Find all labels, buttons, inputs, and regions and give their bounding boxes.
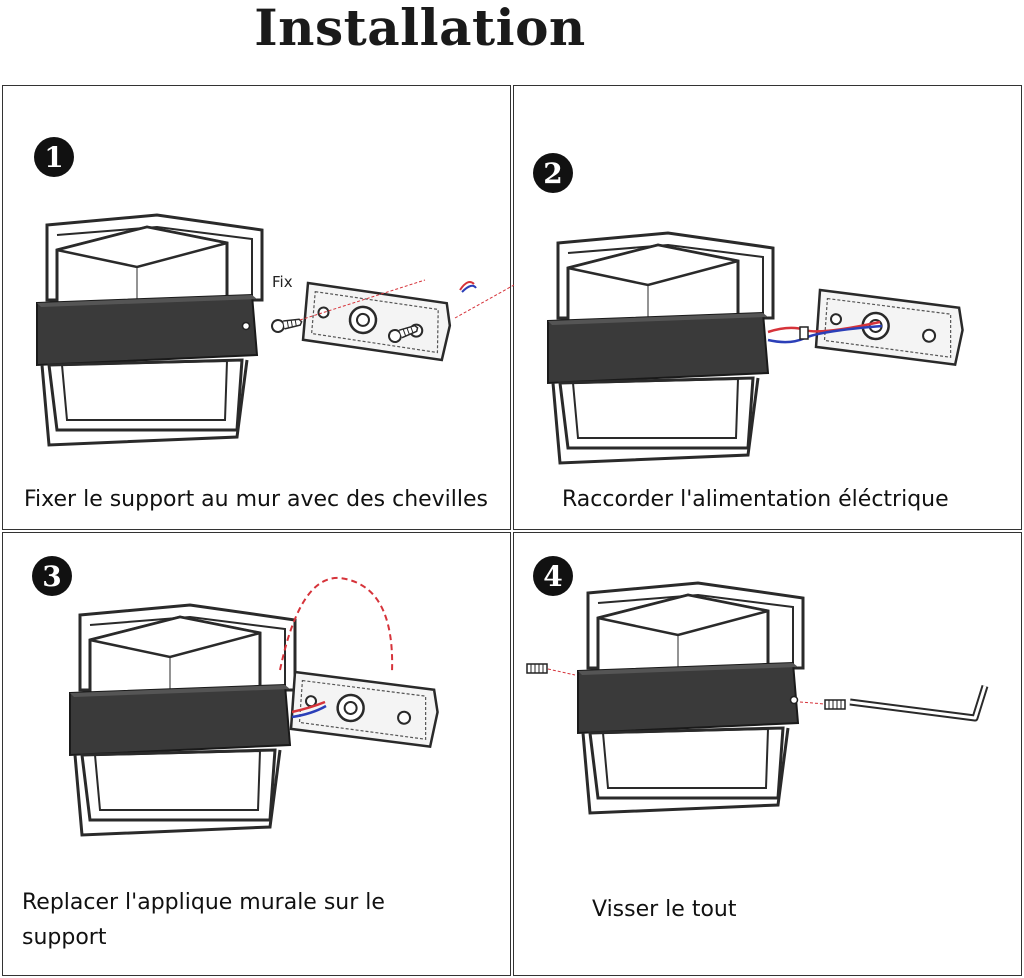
step-1-cable-icon bbox=[459, 281, 477, 293]
fix-label: Fix bbox=[272, 273, 293, 291]
step-3-wall-plate bbox=[289, 670, 441, 749]
step-3-wires bbox=[291, 700, 327, 719]
step-4-allen-key-icon bbox=[849, 684, 989, 722]
step-4-set-screw-left bbox=[526, 663, 576, 676]
svg-text:3: 3 bbox=[42, 560, 61, 593]
step-2-wall-plate bbox=[814, 288, 966, 367]
step-2-caption: Raccorder l'alimentation éléctrique bbox=[562, 487, 949, 512]
step-1-caption: Fixer le support au mur avec des chevill… bbox=[24, 487, 489, 512]
step-1-lamp bbox=[35, 213, 264, 447]
step-1-guide-line bbox=[299, 279, 426, 321]
svg-text:1: 1 bbox=[44, 141, 63, 174]
step-3-number: 3 bbox=[32, 556, 72, 596]
svg-text:4: 4 bbox=[543, 560, 562, 593]
page-title: Installation bbox=[254, 0, 586, 57]
step-2-wires bbox=[767, 320, 883, 344]
step-2-lamp bbox=[546, 231, 775, 465]
step-1-guide-line-2 bbox=[454, 284, 515, 319]
step-4-set-screw-right bbox=[799, 699, 846, 710]
step-3-motion-arc bbox=[279, 576, 394, 673]
step-3-caption-line2: support bbox=[22, 925, 107, 950]
step-3-lamp bbox=[68, 603, 297, 837]
step-1-number: 1 bbox=[34, 137, 74, 177]
step-4-lamp bbox=[576, 581, 805, 815]
step-3-caption-line1: Replacer l'applique murale sur le bbox=[22, 890, 385, 915]
svg-text:2: 2 bbox=[543, 157, 562, 190]
step-2-number: 2 bbox=[533, 153, 573, 193]
step-1-screw-left bbox=[270, 314, 304, 334]
step-1-wall-plate bbox=[301, 281, 454, 362]
step-4-caption: Visser le tout bbox=[592, 897, 737, 922]
step-4-number: 4 bbox=[533, 556, 573, 596]
